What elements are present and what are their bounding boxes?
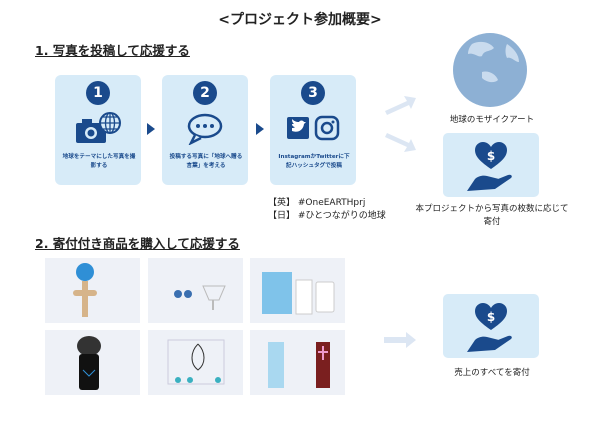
step-card-1: 1 地球をテーマにした写真を撮影する bbox=[55, 75, 141, 185]
heart-hand-icon: $ bbox=[467, 303, 512, 352]
donation-label-1: 本プロジェクトから写真の枚数に応じて寄付 bbox=[415, 204, 569, 227]
section1-heading: 1. 写真を投稿して応援する bbox=[35, 43, 190, 58]
page-title: <プロジェクト参加概要> bbox=[218, 12, 382, 28]
step-number: 1 bbox=[86, 81, 110, 105]
product-photo-gift-box bbox=[250, 330, 345, 395]
twitter-instagram-icon bbox=[270, 111, 356, 149]
step-text: 地球をテーマにした写真を撮影する bbox=[62, 154, 136, 169]
step-card-2: 2 投稿する写真に「地球へ贈る言葉」を考える bbox=[162, 75, 248, 185]
hashtag-jp: 【日】 #ひとつながりの地球 bbox=[268, 211, 386, 221]
hashtag-en: 【英】 #OneEARTHprj bbox=[268, 198, 366, 208]
donation-card-2: $ bbox=[443, 294, 539, 358]
step-text: InstagramかTwitterに下記ハッシュタグで投稿 bbox=[278, 154, 350, 169]
donation-card: $ bbox=[443, 133, 539, 197]
product-photo-kendama bbox=[45, 258, 140, 323]
step-text: 投稿する写真に「地球へ贈る言葉」を考える bbox=[169, 154, 243, 169]
flow-arrow-icon bbox=[384, 332, 416, 348]
camera-globe-icon bbox=[55, 111, 141, 149]
speech-bubble-icon bbox=[162, 111, 248, 149]
arrow-right-icon bbox=[147, 123, 155, 135]
heart-hand-icon: $ bbox=[467, 142, 512, 191]
donation-label-2: 売上のすべてを寄付 bbox=[454, 368, 530, 378]
mosaic-art-label: 地球のモザイクアート bbox=[449, 115, 535, 125]
step-card-3: 3 InstagramかTwitterに下記ハッシュタグで投稿 bbox=[270, 75, 356, 185]
svg-text:$: $ bbox=[487, 149, 495, 163]
product-photo-necklace bbox=[148, 330, 243, 395]
svg-text:$: $ bbox=[487, 310, 495, 324]
product-photo-black-kendama bbox=[45, 330, 140, 395]
step-number: 3 bbox=[301, 81, 325, 105]
product-photo-mug bbox=[250, 258, 345, 323]
section2-heading: 2. 寄付付き商品を購入して応援する bbox=[35, 236, 240, 251]
arrow-right-icon bbox=[256, 123, 264, 135]
step-number: 2 bbox=[193, 81, 217, 105]
globe-icon bbox=[453, 33, 527, 107]
product-photo-earrings bbox=[148, 258, 243, 323]
flow-arrows-icon bbox=[385, 96, 416, 152]
